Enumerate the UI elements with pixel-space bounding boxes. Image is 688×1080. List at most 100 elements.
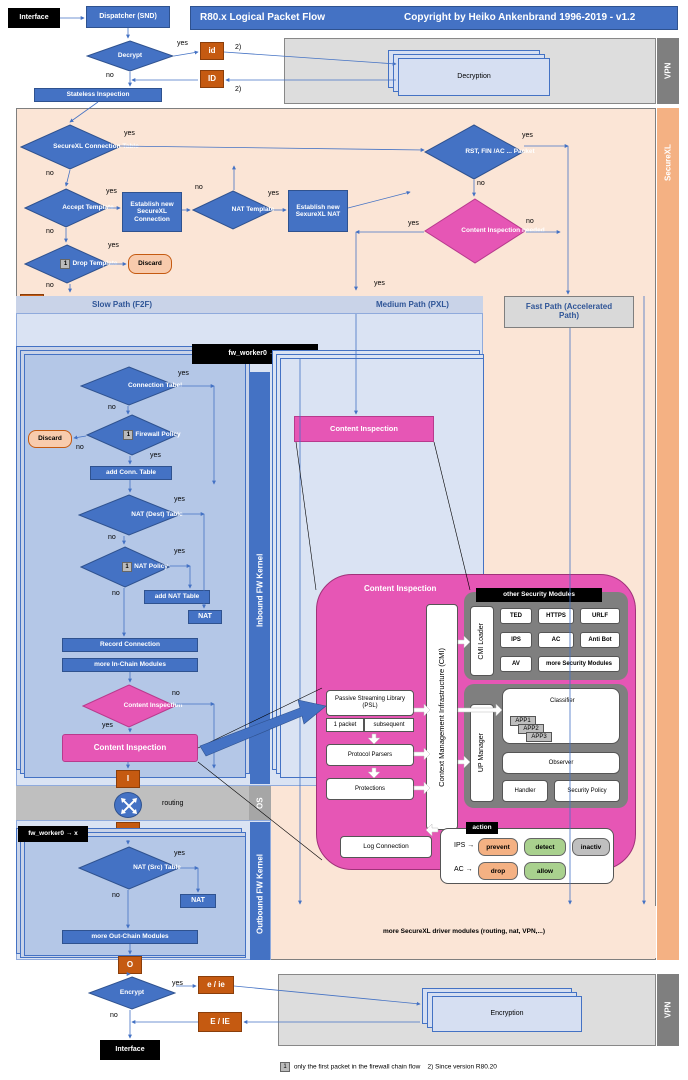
routing-label: routing bbox=[162, 800, 184, 807]
nat-tmpl-no: no bbox=[195, 184, 203, 191]
footnote: 1 only the first packet in the firewall … bbox=[280, 1062, 497, 1072]
module-ted: TED bbox=[500, 608, 532, 624]
nat-tag-1: 1 bbox=[122, 562, 133, 572]
add-nat-box: add NAT Table bbox=[144, 590, 210, 604]
O-box: O bbox=[118, 956, 142, 974]
discard-top-box: Discard bbox=[128, 254, 172, 274]
detect-box: detect bbox=[524, 838, 566, 856]
securexl-sidebar bbox=[657, 108, 679, 960]
conn-tabel-decision: Connection Tabel bbox=[80, 366, 182, 406]
nat-template-label: NAT Template bbox=[231, 206, 275, 214]
inbound-kernel-label: Inbound FW Kernel bbox=[255, 553, 265, 627]
rst-label: RST, FIN /AC ... Packet bbox=[465, 148, 535, 156]
outbound-worker-label: fw_worker0 → x bbox=[18, 826, 88, 842]
accept-template-decision: Accept Template bbox=[24, 188, 114, 228]
inbound-kernel-bar bbox=[250, 372, 270, 784]
decrypt-no: no bbox=[106, 72, 114, 79]
ci-decision: Content Inspection bbox=[82, 684, 182, 728]
nat-tmpl-yes: yes bbox=[268, 190, 279, 197]
content-needed-label: Content Inspection needed bbox=[461, 227, 545, 235]
os-label: OS bbox=[255, 797, 265, 809]
conn-tabel-yes: yes bbox=[178, 370, 189, 377]
protections-box: Protections bbox=[326, 778, 414, 800]
ac-arrow-label: AC → bbox=[454, 866, 473, 873]
psl-box: Passive Streaming Library (PSL) bbox=[326, 690, 414, 716]
allow-box: allow bbox=[524, 862, 566, 880]
fw-no: no bbox=[76, 444, 84, 451]
footnote-2: 2) Since version R80.20 bbox=[427, 1063, 497, 1071]
module-more: more Security Modules bbox=[538, 656, 620, 672]
cmi-loader-box: CMI Loader bbox=[470, 606, 494, 676]
e-small-box: e / ie bbox=[198, 976, 234, 994]
ci-panel-title: Content Inspection bbox=[364, 584, 437, 593]
content-needed-decision: Content Inspection needed bbox=[424, 198, 545, 264]
e-big-box: E / IE bbox=[198, 1012, 242, 1032]
module-urlf: URLF bbox=[580, 608, 620, 624]
dispatcher-box: Dispatcher (SND) bbox=[86, 6, 170, 28]
up-manager-label: UP Manager bbox=[478, 733, 486, 773]
id-small-box: id bbox=[200, 42, 224, 60]
nat-out-box: NAT bbox=[180, 894, 216, 908]
ci-yes: yes bbox=[102, 722, 113, 729]
path-header-bar bbox=[16, 296, 483, 314]
sxl-conn-yes: yes bbox=[124, 130, 135, 137]
nat-in-box: NAT bbox=[188, 610, 222, 624]
firewall-policy-text: Firewall Policy bbox=[135, 431, 181, 439]
sxl-conn-no: no bbox=[46, 170, 54, 177]
id-note: 2) bbox=[235, 44, 242, 51]
packet1-box: 1 packet bbox=[326, 718, 364, 732]
interface-in-box: Interface bbox=[8, 8, 60, 28]
discard-fw-box: Discard bbox=[28, 430, 72, 448]
record-conn-box: Record Connection bbox=[62, 638, 198, 652]
cin-no: no bbox=[526, 218, 534, 225]
vpn-top-label: VPN bbox=[663, 62, 673, 80]
establish-nat-box: Establish new SexureXL NAT bbox=[288, 190, 348, 232]
establish-conn-box: Establish new SecureXL Connection bbox=[122, 192, 182, 232]
encrypt-no: no bbox=[110, 1012, 118, 1019]
module-ips: IPS bbox=[500, 632, 532, 648]
security-policy-box: Security Policy bbox=[554, 780, 620, 802]
encrypt-yes: yes bbox=[172, 980, 183, 987]
subsequent-box: subsequent bbox=[364, 718, 414, 732]
module-antibot: Anti Bot bbox=[580, 632, 620, 648]
module-ac: AC bbox=[538, 632, 574, 648]
more-out-chain-box: more Out-Chain Modules bbox=[62, 930, 198, 944]
page-title: R80.x Logical Packet Flow bbox=[200, 12, 326, 23]
nat-src-no: no bbox=[112, 892, 120, 899]
more-in-chain-box: more In-Chain Modules bbox=[62, 658, 198, 672]
classifier-label: Classifier bbox=[550, 698, 575, 704]
nat-dest-yes: yes bbox=[174, 496, 185, 503]
conn-tabel-label: Connection Tabel bbox=[127, 382, 183, 390]
interface-out-box: Interface bbox=[100, 1040, 160, 1060]
encrypt-label: Encrypt bbox=[119, 989, 145, 997]
securexl-label: SecureXL bbox=[663, 144, 673, 182]
cmi-box: Context Management Infrastructure (CMI) bbox=[426, 604, 458, 830]
module-av: AV bbox=[500, 656, 532, 672]
inactiv-box: inactiv bbox=[572, 838, 610, 856]
encryption-box: Encryption bbox=[432, 996, 582, 1032]
drop-no: no bbox=[46, 282, 54, 289]
drop-yes: yes bbox=[108, 242, 119, 249]
nat-policy-no: no bbox=[112, 590, 120, 597]
nat-dest-no: no bbox=[108, 534, 116, 541]
fw-tag-1: 1 bbox=[123, 430, 134, 440]
log-connection-box: Log Connection bbox=[340, 836, 432, 858]
ips-arrow-label: IPS → bbox=[454, 842, 475, 849]
decrypt-decision: Decrypt bbox=[86, 40, 174, 72]
more-driver-box: more SecureXL driver modules (routing, n… bbox=[272, 906, 656, 958]
rst-no: no bbox=[477, 180, 485, 187]
up-manager-box: UP Manager bbox=[470, 704, 494, 802]
rst-yes: yes bbox=[522, 132, 533, 139]
nat-policy-text: NAT Policy bbox=[134, 563, 168, 571]
action-label: action bbox=[466, 822, 498, 834]
ci-no: no bbox=[172, 690, 180, 697]
nat-src-decision: NAT (Src) Table bbox=[78, 846, 181, 890]
rst-decision: RST, FIN /AC ... Packet bbox=[424, 124, 535, 180]
nat-dest-decision: NAT (Dest) Table bbox=[78, 494, 183, 536]
decrypt-yes: yes bbox=[177, 40, 188, 47]
fw-yes: yes bbox=[150, 452, 161, 459]
securexl-conn-decision: SecureXL Connection Table bbox=[20, 124, 139, 170]
